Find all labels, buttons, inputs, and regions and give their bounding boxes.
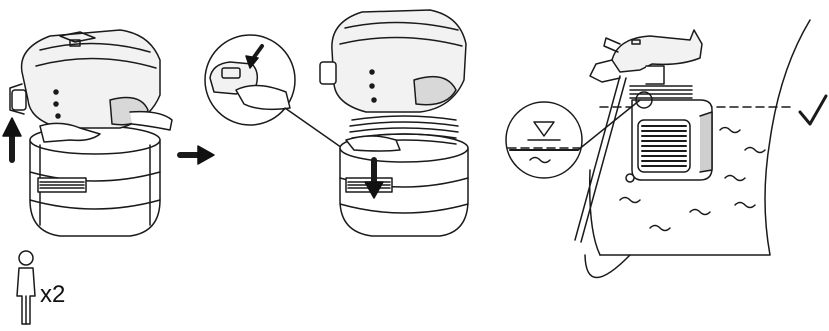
pump-head [320, 10, 466, 112]
press-arrow-icon [246, 46, 262, 68]
pool-wall-lower [585, 255, 630, 278]
person-icon [17, 251, 35, 324]
check-mark-icon [800, 96, 826, 124]
pool-wall-left [590, 170, 600, 255]
hose-coil [630, 86, 692, 98]
down-arrow-icon [365, 160, 383, 198]
step-2-press-release [205, 10, 468, 236]
right-arrow-icon [180, 146, 214, 164]
water-level-callout [506, 102, 582, 178]
pump-unit-in-pool [626, 100, 712, 182]
hands [40, 112, 172, 142]
step-3-water-level [506, 20, 826, 278]
water-waves [620, 128, 765, 231]
step-1-lift-unit [3, 30, 172, 236]
canister-base [30, 126, 160, 236]
detail-marker [636, 92, 652, 108]
callout-leader-line [285, 108, 345, 150]
press-detail-callout [205, 35, 295, 125]
skimmer-head [590, 30, 702, 84]
pool-wall-right [600, 20, 810, 255]
hand [346, 136, 400, 151]
people-count-label: x2 [40, 281, 66, 308]
callout-leader-line [578, 100, 640, 150]
up-arrow-icon [3, 118, 21, 160]
support-pole [575, 76, 626, 242]
water-level-symbol-icon [528, 122, 560, 140]
pump-head [10, 30, 160, 128]
